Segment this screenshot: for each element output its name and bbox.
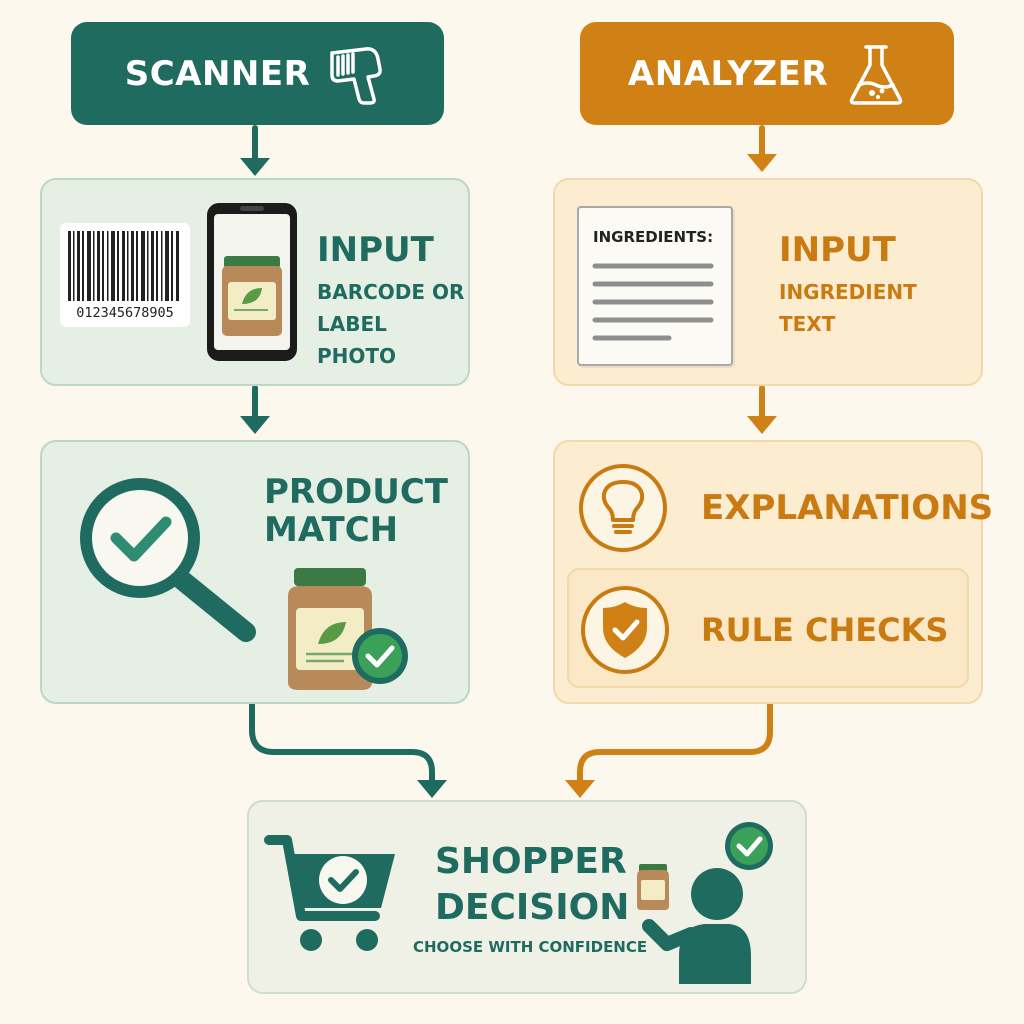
ingredients-document: INGREDIENTS: bbox=[577, 206, 733, 366]
product-match-title-1: PRODUCT bbox=[264, 472, 448, 512]
product-match-title-2: MATCH bbox=[264, 510, 399, 550]
flask-icon bbox=[849, 44, 903, 105]
scanner-input-box: 012345678905 INPUT BARCODE OR LABEL PHOT… bbox=[40, 178, 470, 386]
shopper-decision-title-2: DECISION bbox=[435, 887, 630, 928]
barcode-icon bbox=[68, 231, 179, 301]
analyzer-input-title: INPUT bbox=[779, 230, 896, 270]
barcode-number: 012345678905 bbox=[76, 305, 174, 321]
barcode-scanner-icon bbox=[330, 46, 383, 105]
shopper-icon bbox=[637, 822, 773, 984]
rule-checks-label: RULE CHECKS bbox=[701, 611, 949, 649]
analyzer-header-label: ANALYZER bbox=[627, 53, 829, 94]
shield-check-icon bbox=[581, 586, 669, 674]
analyzer-header: ANALYZER bbox=[580, 22, 954, 125]
product-match-box: PRODUCT MATCH bbox=[40, 440, 470, 704]
rule-checks-card: RULE CHECKS bbox=[567, 568, 969, 688]
analyzer-input-desc-2: TEXT bbox=[779, 312, 836, 336]
phone-icon bbox=[207, 203, 297, 361]
scanner-input-desc-1: BARCODE OR bbox=[317, 280, 465, 304]
analyzer-input-box: INGREDIENTS: INPUT INGREDIENT TEXT bbox=[553, 178, 983, 386]
scanner-input-desc-2: LABEL PHOTO bbox=[317, 312, 397, 368]
analysis-results-box: EXPLANATIONS RULE CHECKS bbox=[553, 440, 993, 704]
scanner-header-label: SCANNER bbox=[124, 53, 311, 94]
ingredients-doc-title: INGREDIENTS: bbox=[593, 228, 714, 246]
magnifier-check-icon bbox=[80, 478, 256, 642]
scanner-header: SCANNER bbox=[71, 22, 444, 125]
explanations-label: EXPLANATIONS bbox=[701, 488, 994, 528]
scanner-input-title: INPUT bbox=[317, 230, 434, 270]
lightbulb-icon bbox=[579, 464, 667, 552]
jar-icon bbox=[222, 256, 282, 336]
shopper-decision-subtitle: CHOOSE WITH CONFIDENCE bbox=[413, 938, 648, 956]
jar-icon bbox=[288, 568, 408, 690]
shopper-decision-title-1: SHOPPER bbox=[435, 841, 627, 882]
analyzer-input-desc-1: INGREDIENT bbox=[779, 280, 917, 304]
cart-check-icon bbox=[264, 835, 395, 951]
document-icon bbox=[592, 263, 714, 341]
shopper-decision-box: SHOPPER DECISION CHOOSE WITH CONFIDENCE bbox=[247, 800, 807, 994]
barcode-card: 012345678905 bbox=[60, 223, 190, 327]
